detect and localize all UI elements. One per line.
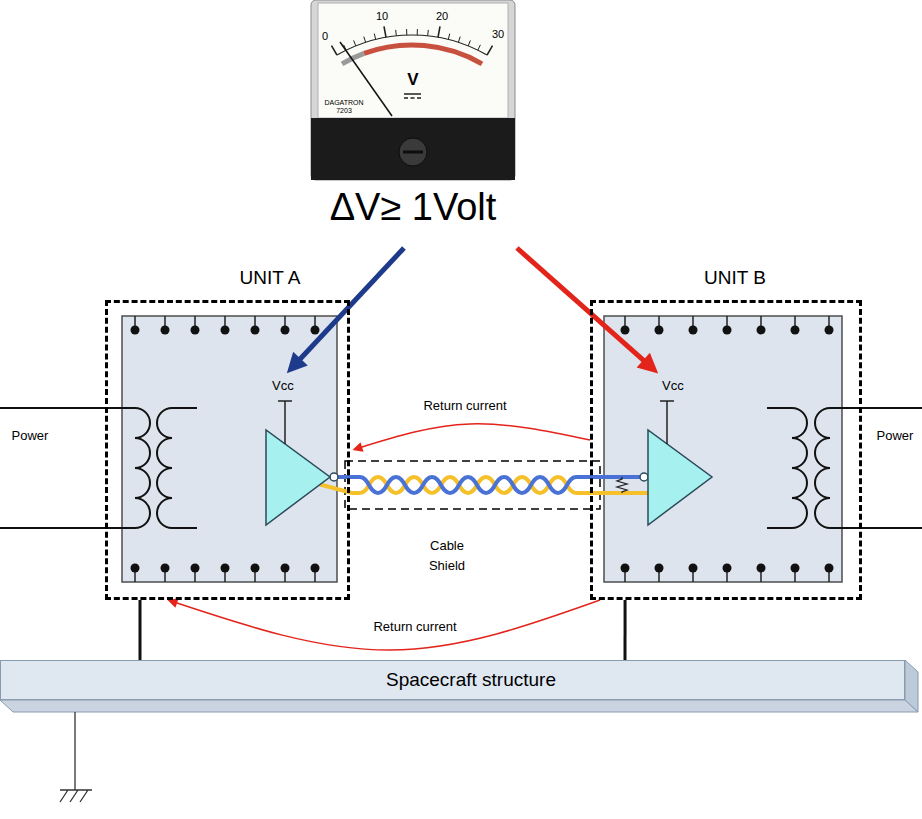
inverting-bubble <box>640 473 648 481</box>
connector <box>358 424 590 448</box>
twisted-wire <box>320 477 648 493</box>
amplifier-symbol <box>258 375 338 530</box>
supply-pin <box>660 401 674 444</box>
node-label: Spacecraft structure <box>386 669 556 691</box>
meter-face <box>318 3 508 118</box>
cable-label: Cable <box>430 539 464 554</box>
pin-dot <box>621 564 630 573</box>
node-label: UNIT B <box>704 267 766 289</box>
pin-dot <box>191 564 200 573</box>
pin-dot <box>791 564 800 573</box>
pin-dot <box>311 326 320 335</box>
pin-dot <box>757 564 766 573</box>
pin-dot <box>221 326 230 335</box>
transformer-secondary <box>767 408 807 528</box>
amplifier-symbol <box>640 375 720 530</box>
scale-ticks <box>344 29 481 50</box>
pin-dot <box>311 564 320 573</box>
transformer-primary <box>0 408 150 528</box>
pin-dot <box>689 564 698 573</box>
meter-frame <box>311 0 515 180</box>
scale-band <box>364 45 482 64</box>
pin-dot <box>621 326 630 335</box>
termination-resistor <box>617 477 627 493</box>
unit-housing: UNIT AVcc <box>105 300 350 600</box>
unit-symbol: V <box>407 70 418 90</box>
dc-symbol <box>404 94 421 98</box>
pin-dot <box>689 326 698 335</box>
scale-major-ticks <box>332 26 493 55</box>
pin-dot <box>161 564 170 573</box>
model-number: 7203 <box>336 107 352 115</box>
pin-dot <box>825 564 834 573</box>
structure-face <box>905 660 918 712</box>
transformer-primary <box>815 408 922 528</box>
pin-dot <box>131 564 140 573</box>
scale-arc <box>337 35 487 55</box>
node-label: ΔV≥ 1Volt <box>330 186 497 230</box>
twisted-wire <box>338 477 640 493</box>
pin-leads <box>625 316 829 582</box>
meter-base <box>311 118 515 180</box>
line-receiver: Vcc <box>640 375 720 530</box>
pin-dot <box>723 326 732 335</box>
spacecraft-structure: Spacecraft structure <box>0 660 905 700</box>
connector <box>173 600 600 650</box>
supply-pin <box>278 401 292 444</box>
pin-dot <box>791 326 800 335</box>
pin-dot <box>191 326 200 335</box>
scale-band <box>342 53 364 63</box>
scale-number: 20 <box>436 10 448 23</box>
pin-dot <box>281 326 290 335</box>
zero-screw <box>399 138 427 166</box>
edge-label: Return current <box>421 399 508 414</box>
power-label: Power <box>877 429 914 444</box>
node-label: UNIT A <box>240 267 301 289</box>
connector <box>517 248 649 365</box>
cable-shield <box>345 461 600 509</box>
structure-face <box>0 700 918 712</box>
transformer-secondary <box>157 408 197 528</box>
edge-label: Return current <box>371 620 458 635</box>
scale-number: 30 <box>492 28 504 41</box>
pin-dot <box>251 326 260 335</box>
pin-dot <box>757 326 766 335</box>
power-label: Power <box>12 429 49 444</box>
node-label: Vcc <box>662 379 684 394</box>
shield-label: Shield <box>429 559 465 574</box>
pin-dot <box>221 564 230 573</box>
scale-number: 0 <box>322 30 328 43</box>
pin-dot <box>655 326 664 335</box>
pin-dot <box>281 564 290 573</box>
pin-dots <box>621 326 834 573</box>
line-driver: Vcc <box>258 375 338 530</box>
node-label: Vcc <box>272 379 294 394</box>
connector <box>624 600 627 660</box>
brand-mark: DAGATRON <box>324 99 363 107</box>
scale-number: 10 <box>376 10 388 23</box>
connector <box>139 600 142 660</box>
pin-dot <box>131 326 140 335</box>
ground-symbol <box>60 712 92 802</box>
pin-dot <box>161 326 170 335</box>
amplifier-triangle <box>266 430 330 525</box>
pin-dot <box>251 564 260 573</box>
pin-dot <box>825 326 834 335</box>
screw-slot <box>403 151 423 154</box>
amplifier-triangle <box>648 430 712 525</box>
unit-housing: UNIT BVcc <box>590 300 862 600</box>
pin-dot <box>655 564 664 573</box>
pin-dot <box>723 564 732 573</box>
